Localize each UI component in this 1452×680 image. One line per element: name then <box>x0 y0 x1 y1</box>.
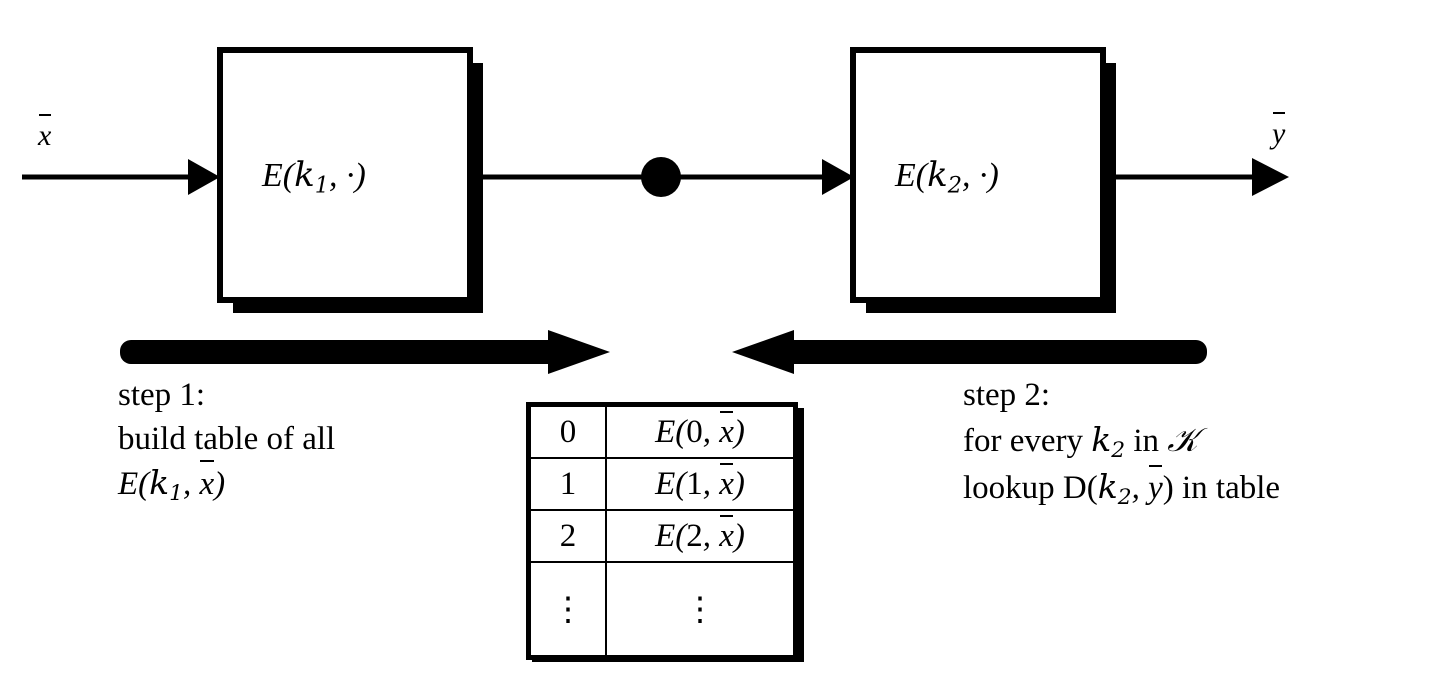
box2-key-subscript: 2 <box>947 172 962 199</box>
input-label: x <box>38 113 51 156</box>
step2-decrypt-key-symbol: k <box>1097 467 1118 507</box>
cell-prefix: E( <box>655 413 687 450</box>
middle-arrowhead-icon <box>822 159 854 195</box>
step2-line2-prefix: for every <box>963 422 1092 459</box>
intermediate-value-dot <box>641 157 681 197</box>
step-1-line-1: step 1: <box>118 377 206 413</box>
cell-suffix: ) <box>733 413 745 450</box>
overbar <box>1272 111 1285 114</box>
step2-line3-suffix: ) in table <box>1162 470 1281 507</box>
cell-mid: , <box>702 413 720 450</box>
step2-key-subscript: 2 <box>1111 437 1126 463</box>
table-row[interactable]: ⋮ ⋮ <box>527 561 797 659</box>
box1-E: E( <box>262 157 295 194</box>
step-1-line-2: build table of all <box>118 420 336 457</box>
table-cell-value: E(0, x) <box>605 403 797 459</box>
output-arrowhead-icon <box>1252 158 1289 196</box>
box1-key-subscript: 1 <box>314 172 329 199</box>
box1-tail: , ·) <box>328 157 366 194</box>
cell-prefix: E( <box>655 465 687 502</box>
cell-arg: x <box>719 514 734 555</box>
step2-decrypt-key-subscript: 2 <box>1117 485 1132 511</box>
step2-key-symbol: k <box>1091 419 1112 459</box>
cell-index: 2 <box>686 517 703 554</box>
cell-prefix: E( <box>655 517 687 554</box>
step2-keyspace-symbol: 𝒦 <box>1167 419 1198 459</box>
table-row[interactable]: 0 E(0, x) <box>527 403 797 459</box>
step1-expr-arg: x <box>200 460 214 507</box>
overbar <box>1148 464 1163 467</box>
table-cell-key: 2 <box>527 509 607 563</box>
lookup-table[interactable]: 0 E(0, x) 1 E(1, x) 2 E(2, x) ⋮ ⋮ <box>526 402 798 660</box>
table-cell-key: 1 <box>527 457 607 511</box>
step-1-arrow <box>120 330 610 374</box>
lookup-table-shadow-wrap: 0 E(0, x) 1 E(1, x) 2 E(2, x) ⋮ ⋮ <box>526 402 798 660</box>
cell-mid: , <box>702 465 720 502</box>
step1-expr-suffix: ) <box>214 466 226 503</box>
input-arrowhead-icon <box>188 159 220 195</box>
overbar <box>38 113 51 116</box>
cell-index: 1 <box>686 465 703 502</box>
step1-expr-prefix: E( <box>118 466 150 503</box>
step1-key-subscript: 1 <box>169 481 184 507</box>
overbar <box>719 410 734 413</box>
box2-E: E( <box>895 157 928 194</box>
box2-key-symbol: k <box>927 155 948 195</box>
table-cell-value: E(2, x) <box>605 509 797 563</box>
cell-arg: x <box>719 462 734 503</box>
step2-line3-prefix: lookup D( <box>963 470 1098 507</box>
step-2-arrow <box>732 330 1207 374</box>
table-cell-value-ellipsis: ⋮ <box>605 561 797 659</box>
encryption-box-1-label: E(k1, ·) <box>262 153 366 201</box>
output-label: y <box>1272 111 1285 154</box>
encryption-box-2-label: E(k2, ·) <box>895 153 999 201</box>
box2-tail: , ·) <box>961 157 999 194</box>
step1-expr-mid: , <box>183 466 200 503</box>
step-2-line-2: for every k2 in 𝒦 <box>963 418 1280 466</box>
table-row[interactable]: 1 E(1, x) <box>527 457 797 511</box>
cell-mid: , <box>702 517 720 554</box>
step-1-caption: step 1: build table of all E(k1, x) <box>118 374 335 509</box>
cell-suffix: ) <box>733 465 745 502</box>
step-1-line-3: E(k1, x) <box>118 460 335 509</box>
cell-arg: x <box>719 410 734 451</box>
step2-line3-arg: y <box>1148 464 1163 511</box>
overbar <box>200 460 214 463</box>
cell-index: 0 <box>686 413 703 450</box>
step-2-line-1: step 2: <box>963 377 1051 413</box>
table-row[interactable]: 2 E(2, x) <box>527 509 797 563</box>
step1-key-symbol: k <box>149 463 170 503</box>
overbar <box>719 462 734 465</box>
cell-suffix: ) <box>733 517 745 554</box>
overbar <box>719 514 734 517</box>
encryption-box-1[interactable] <box>217 47 473 303</box>
step-2-caption: step 2: for every k2 in 𝒦 lookup D(k2, y… <box>963 374 1280 513</box>
step2-line2-mid: in <box>1125 422 1168 459</box>
table-cell-key: 0 <box>527 403 607 459</box>
table-cell-key-ellipsis: ⋮ <box>527 561 607 659</box>
box1-key-symbol: k <box>294 155 315 195</box>
step2-line3-mid: , <box>1131 470 1149 507</box>
table-cell-value: E(1, x) <box>605 457 797 511</box>
step-2-line-3: lookup D(k2, y) in table <box>963 464 1281 513</box>
